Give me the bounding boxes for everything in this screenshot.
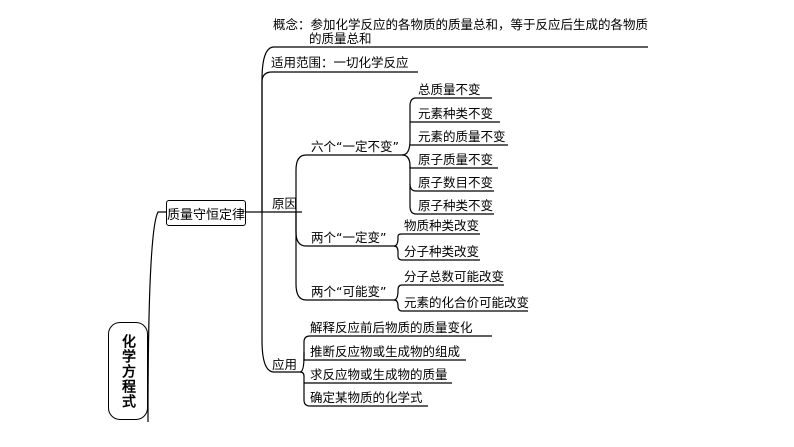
unchanged-item: 原子数目不变: [418, 175, 494, 190]
concept-line-1: 概念：参加化学反应的各物质的质量总和，等于反应后生成的各物质: [273, 17, 649, 32]
reason-label: 原因: [272, 196, 298, 211]
law-node: 质量守恒定律: [166, 200, 246, 226]
changed-item: 物质种类改变: [404, 218, 480, 233]
root-node: 化学方程式: [108, 322, 148, 420]
unchanged-item: 原子种类不变: [418, 198, 494, 213]
law-label: 质量守恒定律: [167, 207, 246, 223]
application-label: 应用: [272, 357, 298, 372]
application-item: 求反应物或生成物的质量: [310, 367, 448, 382]
group-label-maybe: 两个“可能变”: [311, 284, 387, 299]
application-item: 推断反应物或生成物的组成: [310, 344, 461, 359]
application-item: 确定某物质的化学式: [310, 390, 423, 405]
root-label: 化学方程式: [120, 333, 136, 409]
unchanged-item: 原子质量不变: [418, 152, 494, 167]
concept-line-2: 的质量总和: [309, 31, 372, 46]
group-label-changed: 两个“一定变”: [311, 230, 387, 245]
group-label-unchanged: 六个“一定不变”: [311, 139, 399, 154]
maybe-item: 元素的化合价可能改变: [404, 295, 530, 310]
unchanged-item: 元素种类不变: [418, 106, 494, 121]
unchanged-item: 元素的质量不变: [418, 129, 506, 144]
scope-label: 适用范围：一切化学反应: [271, 55, 409, 70]
application-item: 解释反应前后物质的质量变化: [310, 320, 473, 335]
unchanged-item: 总质量不变: [418, 82, 481, 97]
maybe-item: 分子总数可能改变: [404, 269, 505, 284]
changed-item: 分子种类改变: [404, 244, 480, 259]
